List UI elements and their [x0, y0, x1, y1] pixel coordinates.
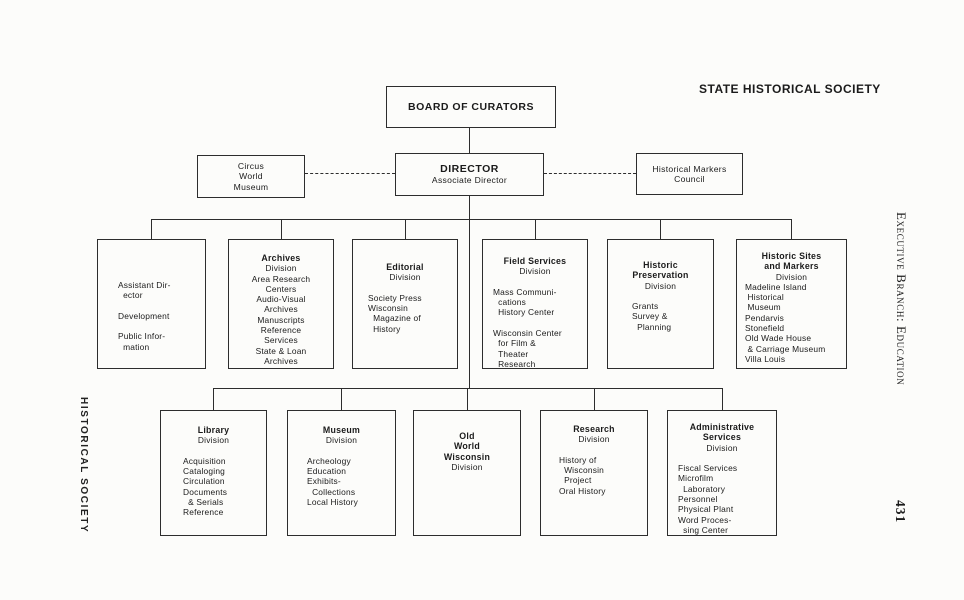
division-title: Editorial [386, 262, 424, 272]
org-box-assistant-director: Assistant Dir- ector Development Public … [97, 239, 206, 369]
division-subtitle: Division [265, 263, 297, 274]
org-box-circus-world-museum: Circus World Museum [197, 155, 305, 198]
division-subtitle: Division [644, 280, 677, 291]
connector-drop [281, 219, 283, 239]
page-number: 431 [893, 500, 908, 524]
org-box-editorial: Editorial Division Society Press Wiscons… [352, 239, 458, 369]
org-box-archives: Archives Division Area Research Centers … [228, 239, 334, 369]
connector-drop [660, 219, 662, 239]
right-margin-label: Executive Branch: Education [894, 212, 909, 386]
connector-drop [594, 388, 596, 410]
division-title: Archives [261, 253, 301, 263]
connector-drop [535, 219, 537, 239]
division-title: Administrative Services [689, 422, 755, 443]
connector-dashed-circus [305, 173, 395, 174]
division-title: Field Services [503, 256, 567, 266]
division-units: Grants Survey & Planning [632, 301, 672, 332]
connector-drop [722, 388, 724, 410]
org-box-title: BOARD OF CURATORS [408, 101, 534, 113]
org-box-label: Historical Markers Council [652, 163, 727, 185]
division-units: Madeline Island Historical Museum Pendar… [745, 281, 826, 364]
org-box-historic-sites-and-markers: Historic Sites and Markers Division Made… [736, 239, 847, 369]
connector-drop [213, 388, 215, 410]
division-subtitle: Division [519, 266, 551, 277]
connector-drop [791, 219, 793, 239]
division-title: Research [573, 424, 615, 434]
org-box-old-world-wisconsin: Old World Wisconsin Division [413, 410, 521, 536]
org-box-title: DIRECTOR [440, 163, 499, 176]
left-margin-label: HISTORICAL SOCIETY [78, 397, 89, 534]
division-title: Historic Sites and Markers [761, 251, 822, 272]
division-units: Mass Communi- cations History Center Wis… [493, 286, 562, 369]
division-title: Library [197, 425, 230, 435]
org-box-research: Research Division History of Wisconsin P… [540, 410, 648, 536]
connector-drop [405, 219, 407, 239]
connector-bus-row1 [151, 219, 792, 221]
connector-dashed-markers [544, 173, 636, 174]
connector-director-trunk [469, 195, 471, 389]
division-title: Old World Wisconsin [443, 431, 491, 462]
division-subtitle: Division [451, 461, 483, 472]
division-subtitle: Division [389, 272, 421, 283]
connector-drop [341, 388, 343, 410]
org-box-field-services: Field Services Division Mass Communi- ca… [482, 239, 588, 369]
division-title: Historic Preservation [632, 260, 689, 281]
division-units: Fiscal Services Microfilm Laboratory Per… [678, 463, 738, 535]
connector-board-director [469, 127, 471, 153]
org-box-administrative-services: Administrative Services Division Fiscal … [667, 410, 777, 536]
division-subtitle: Division [325, 435, 358, 446]
division-subtitle: Division [706, 442, 738, 453]
division-title: Museum [322, 425, 361, 435]
page-title: STATE HISTORICAL SOCIETY [699, 82, 881, 96]
division-subtitle: Division [578, 434, 610, 445]
org-box-subtitle: Associate Director [431, 175, 508, 186]
org-box-historic-preservation: Historic Preservation Division Grants Su… [607, 239, 714, 369]
division-subtitle: Division [775, 271, 808, 282]
division-subtitle: Division [197, 435, 230, 446]
connector-drop [467, 388, 469, 410]
division-units: Assistant Dir- ector Development Public … [118, 280, 171, 352]
division-units: Archeology Education Exhibits- Collectio… [307, 455, 359, 508]
org-box-board-of-curators: BOARD OF CURATORS [386, 86, 556, 128]
division-units: History of Wisconsin Project Oral Histor… [559, 454, 606, 496]
division-units: Area Research Centers Audio-Visual Archi… [251, 273, 311, 366]
org-box-historical-markers-council: Historical Markers Council [636, 153, 743, 195]
division-units: Society Press Wisconsin Magazine of Hist… [368, 292, 422, 334]
org-box-library: Library Division Acquisition Cataloging … [160, 410, 267, 536]
org-box-museum: Museum Division Archeology Education Exh… [287, 410, 396, 536]
org-box-label: Circus World Museum [233, 160, 269, 192]
org-box-director: DIRECTOR Associate Director [395, 153, 544, 196]
connector-drop [151, 219, 153, 239]
division-units: Acquisition Cataloging Circulation Docum… [183, 455, 228, 518]
